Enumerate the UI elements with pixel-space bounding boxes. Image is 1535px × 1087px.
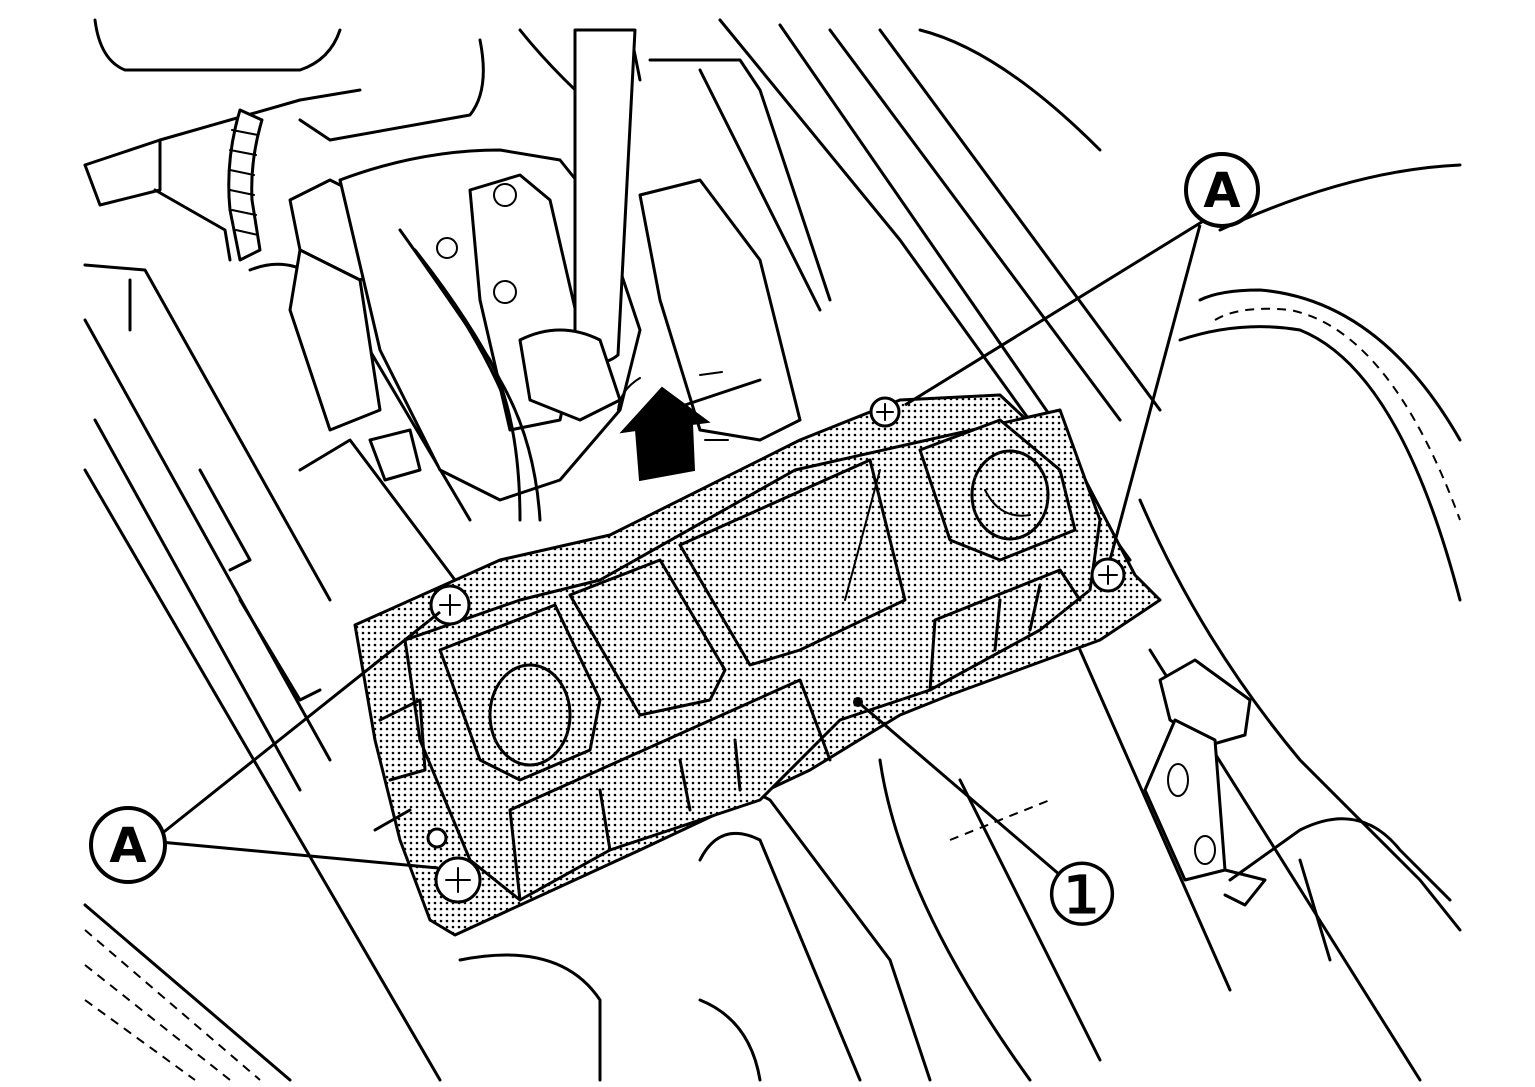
- callout-a-bottom: A: [89, 806, 167, 884]
- screw-icon: [869, 396, 901, 428]
- screw-icon: [1090, 557, 1126, 593]
- screw-hole: [426, 827, 448, 849]
- callout-a-top: A: [1184, 152, 1260, 228]
- callout-a-top-label: A: [1203, 163, 1240, 219]
- leader-dot: [853, 697, 863, 707]
- leader-lines: [159, 218, 1206, 877]
- screw-icon: [434, 856, 482, 904]
- callout-1-label: ①: [1043, 846, 1120, 946]
- arrow-up-icon: [617, 371, 729, 482]
- shift-lever-assembly: [227, 28, 802, 522]
- callout-a-bottom-label: A: [109, 818, 146, 874]
- switch-panel-part-1: [353, 393, 1162, 937]
- callout-1: ①: [1043, 846, 1120, 946]
- screw-icon: [429, 584, 471, 626]
